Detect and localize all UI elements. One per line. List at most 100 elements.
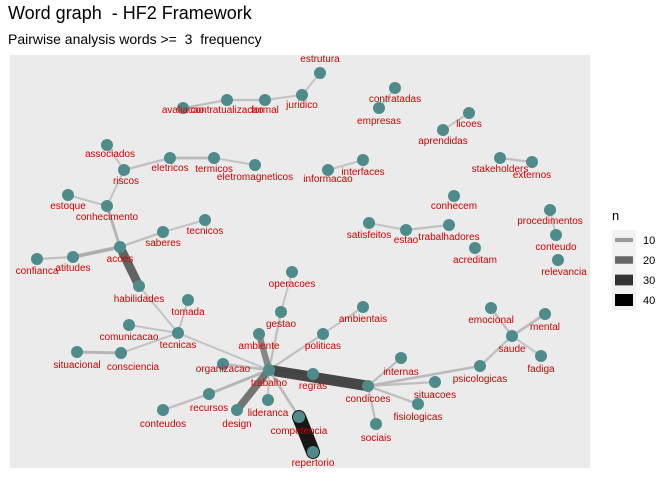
node-label-saude: saude: [498, 344, 526, 355]
node-label-comunicacao: comunicacao: [100, 332, 159, 343]
node-label-recursos: recursos: [190, 403, 228, 414]
edge-termicos-eletromagneticos: [213, 157, 256, 166]
node-situacional: [71, 346, 83, 358]
node-label-ambiente: ambiente: [238, 341, 280, 352]
edge-gestao-trabalho: [267, 310, 283, 372]
node-label-conhecimento: conhecimento: [76, 212, 139, 223]
node-fisiologicas: [412, 398, 424, 410]
edge-estoque-conhecimento: [67, 194, 108, 207]
edge-tecnicas-trabalho: [177, 332, 270, 371]
node-comunicacao: [123, 319, 135, 331]
node-label-procedimentos: procedimentos: [517, 216, 583, 227]
node-label-contratualizacao: contratualizacao: [191, 105, 264, 116]
node-label-aprendidas: aprendidas: [418, 136, 467, 147]
node-mental: [539, 308, 551, 320]
node-avaliacao: [177, 102, 189, 114]
node-estoque: [62, 189, 74, 201]
edge-condicoes-psicologicas: [366, 364, 482, 388]
node-eletricos: [164, 152, 176, 164]
node-label-juridico: juridico: [285, 100, 318, 111]
node-estao: [400, 224, 412, 236]
edge-ambientais-trabalho: [268, 306, 364, 371]
edge-ambiente-trabalho: [255, 330, 273, 374]
node-label-stakeholders: stakeholders: [472, 164, 529, 175]
node-externos: [526, 156, 538, 168]
node-label-riscos: riscos: [113, 176, 139, 187]
node-label-lideranca: lideranca: [248, 408, 289, 419]
node-label-ambientais: ambientais: [339, 314, 387, 325]
edge-informacao-interfaces: [327, 159, 364, 171]
edge-atitudes-confianca: [35, 255, 75, 261]
node-label-satisfeitos: satisfeitos: [347, 230, 391, 241]
node-habilidades: [133, 280, 145, 292]
edge-saberes-tecnicos: [162, 219, 206, 233]
edge-riscos-eletricos: [122, 156, 172, 172]
node-label-design: design: [222, 419, 251, 430]
node-acoes: [114, 241, 126, 253]
edge-riscos-conhecimento: [106, 169, 125, 207]
node-consciencia: [115, 347, 127, 359]
node-conteudos: [157, 404, 169, 416]
edge-satisfeitos-estao: [368, 222, 407, 231]
node-label-regras: regras: [299, 381, 327, 392]
node-label-situacoes: situacoes: [414, 390, 456, 401]
node-label-atitudes: atitudes: [55, 263, 90, 274]
node-label-psicologicas: psicologicas: [453, 374, 507, 385]
node-label-conhecem: conhecem: [431, 201, 477, 212]
edge-acoes-habilidades: [115, 242, 144, 291]
node-label-relevancia: relevancia: [541, 267, 587, 278]
chart-subtitle: Pairwise analysis words >= 3 frequency: [8, 31, 262, 47]
node-recursos: [203, 388, 215, 400]
node-trabalhadores: [443, 219, 455, 231]
node-tecnicos: [199, 214, 211, 226]
node-estrutura: [314, 67, 326, 79]
node-label-associados: associados: [85, 149, 135, 160]
node-label-operacoes: operacoes: [269, 279, 316, 290]
node-lideranca: [262, 394, 274, 406]
node-label-formal: formal: [251, 105, 279, 116]
node-label-trabalhadores: trabalhadores: [418, 232, 479, 243]
edge-mental-saude: [510, 312, 547, 338]
legend-label: 40: [643, 295, 655, 307]
node-label-confianca: confianca: [16, 266, 59, 277]
node-label-estao: estao: [394, 235, 419, 246]
legend-label: 30: [643, 275, 655, 287]
node-label-habilidades: habilidades: [114, 294, 165, 305]
node-label-avaliacao: avaliacao: [162, 105, 205, 116]
node-ambiente: [253, 328, 265, 340]
edge-trabalho-competencia: [267, 368, 301, 419]
node-saberes: [157, 226, 169, 238]
edge-psicologicas-saude: [478, 334, 514, 368]
edge-habilidades-tecnicas: [138, 285, 179, 334]
labels-layer: estruturaavaliacaocontratualizacaoformal…: [16, 54, 588, 469]
node-label-mental: mental: [530, 322, 560, 333]
node-conhecem: [448, 190, 460, 202]
edge-trabalho-recursos: [207, 368, 271, 396]
node-repertorio: [307, 446, 319, 458]
node-label-organizacao: organizacao: [196, 364, 251, 375]
nodes-layer: [31, 67, 564, 458]
edge-acoes-atitudes: [71, 245, 122, 259]
edge-condicoes-internas: [366, 356, 403, 388]
node-confianca: [31, 253, 43, 265]
node-acreditam: [469, 242, 481, 254]
node-interfaces: [357, 154, 369, 166]
node-label-interfaces: interfaces: [341, 167, 384, 178]
edge-estao-trabalhadores: [404, 223, 451, 232]
node-label-externos: externos: [513, 170, 551, 181]
node-gestao: [275, 306, 287, 318]
node-situacoes: [429, 376, 441, 388]
node-fadiga: [535, 350, 547, 362]
node-condicoes: [362, 380, 374, 392]
node-saude: [506, 330, 518, 342]
node-termicos: [208, 152, 220, 164]
node-organizacao: [217, 358, 229, 370]
edge-tecnicas-consciencia: [120, 332, 179, 354]
node-tomada: [182, 294, 194, 306]
node-label-informacao: informacao: [303, 174, 353, 185]
node-label-saberes: saberes: [145, 238, 181, 249]
node-label-eletricos: eletricos: [151, 163, 188, 174]
node-trabalho: [263, 364, 275, 376]
node-label-politicas: politicas: [305, 341, 341, 352]
node-label-acreditam: acreditam: [453, 255, 497, 266]
